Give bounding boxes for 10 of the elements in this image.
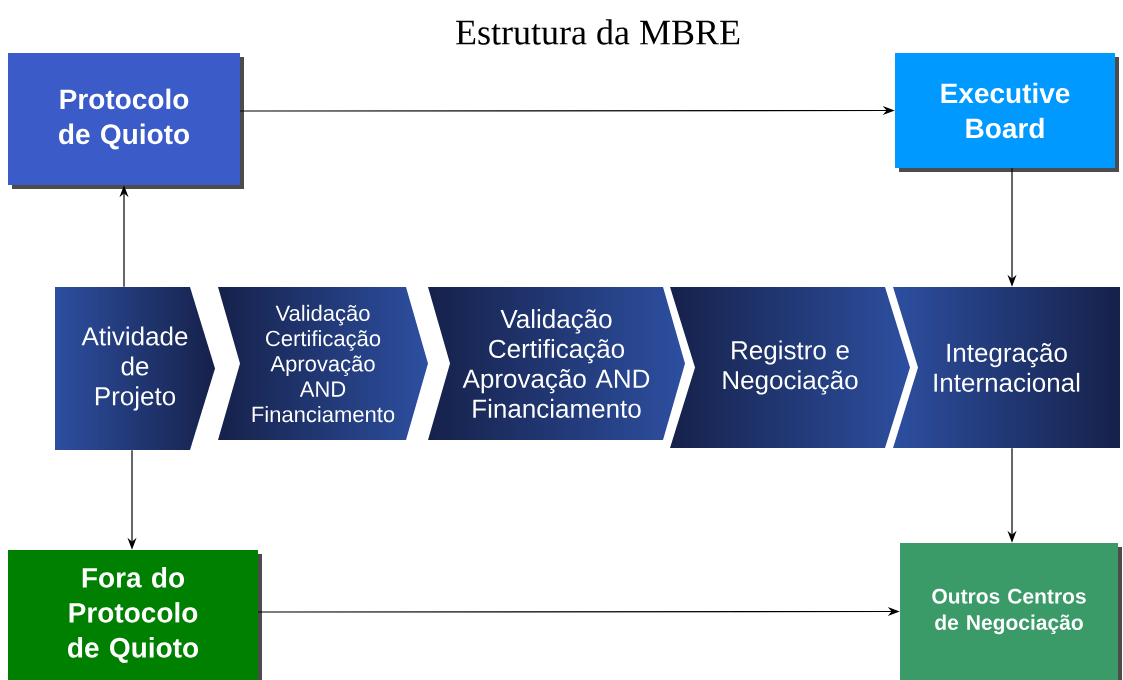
- process-box: Executive Board: [895, 53, 1119, 172]
- title: Estrutura da MBRE: [456, 19, 740, 45]
- chevron-step: Integração Internacional: [934, 343, 1080, 392]
- chevron-step: Validação Certificação Aprovação AND Financiamento: [462, 309, 650, 418]
- process-box: Outros Centros de Negociação: [900, 543, 1122, 680]
- chevron-step: Validação Certificação Aprovação AND Financiamento: [252, 304, 395, 423]
- process-box: Protocolo de Quioto: [8, 53, 244, 189]
- chevron-step: Registro e Negociação: [723, 340, 858, 395]
- process-box: Fora do Protocolo de Quioto: [8, 550, 262, 680]
- chevron-step: Atividade de Projeto: [81, 326, 188, 411]
